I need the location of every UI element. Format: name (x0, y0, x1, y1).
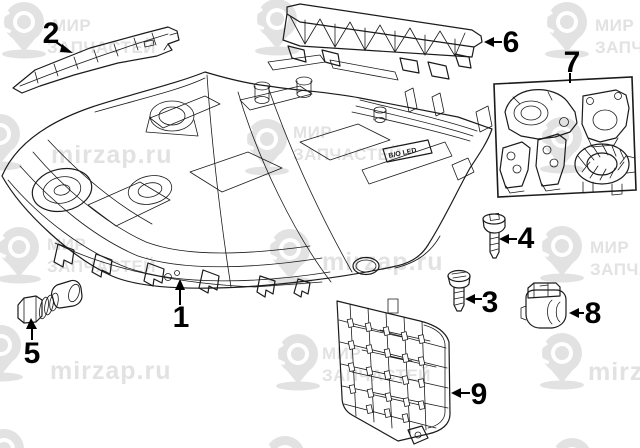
svg-text:6: 6 (503, 26, 520, 59)
part-bracket-kit-box (493, 76, 637, 198)
svg-text:ЗАПЧАСТЕЙ: ЗАПЧАСТЕЙ (595, 38, 640, 57)
svg-text:ЗАПЧАСТЕЙ: ЗАПЧАСТЕЙ (47, 257, 156, 276)
mirzap-logo-icon (548, 438, 594, 448)
part-led-module (336, 298, 451, 445)
svg-text:ЗАПЧАСТЕЙ: ЗАПЧАСТЕЙ (322, 366, 431, 385)
svg-text:МИР: МИР (293, 123, 332, 142)
svg-text:mirzap.ru: mirzap.ru (51, 141, 173, 169)
callout-8[interactable]: 8 (569, 297, 601, 330)
callout-6[interactable]: 6 (484, 26, 519, 59)
watermark-domain-text: mirzap.ru mirzap.ru mirzap.ru mirzap.ru (50, 141, 640, 386)
svg-text:1: 1 (173, 301, 190, 334)
mirzap-logo-icon (538, 226, 584, 283)
callout-7[interactable]: 7 (564, 46, 581, 83)
svg-text:МИР: МИР (595, 16, 634, 35)
mirzap-logo-icon (0, 227, 41, 284)
mirzap-logo-icon (261, 436, 307, 448)
svg-text:mirzap.ru: mirzap.ru (588, 358, 640, 386)
mirzap-logo-icon (0, 429, 26, 448)
part-screw-short (447, 269, 471, 312)
callout-9[interactable]: 9 (451, 378, 487, 411)
svg-text:5: 5 (24, 337, 41, 370)
svg-text:7: 7 (564, 46, 581, 79)
part-screw-long (482, 212, 506, 259)
svg-text:mirzap.ru: mirzap.ru (50, 357, 172, 385)
svg-text:2: 2 (43, 17, 60, 50)
callout-5[interactable]: 5 (24, 318, 41, 370)
part-mounting-bracket-rail (282, 3, 483, 80)
watermark-brand-text: МИР ЗАПЧАСТЕЙ МИР ЗАПЧАСТЕЙ МИР ЗАПЧАСТЕ… (47, 16, 640, 385)
svg-text:8: 8 (585, 297, 602, 330)
mirzap-logo-icon (274, 334, 320, 391)
part-headlamp-assembly: B/O LED (1, 54, 493, 298)
callout-3[interactable]: 3 (465, 286, 498, 319)
mirzap-logo-icon (0, 325, 23, 382)
mirzap-logo-icon (538, 333, 584, 390)
svg-text:9: 9 (471, 378, 488, 411)
mirzap-logo-icon (0, 114, 22, 171)
svg-text:3: 3 (482, 286, 499, 319)
svg-text:МИР: МИР (590, 238, 629, 257)
svg-text:4: 4 (518, 222, 535, 255)
svg-text:МИР: МИР (47, 235, 86, 254)
svg-text:МИР: МИР (52, 16, 91, 35)
callout-2[interactable]: 2 (43, 17, 73, 53)
svg-text:ЗАПЧАСТЕЙ: ЗАПЧАСТЕЙ (590, 260, 640, 279)
part-grommet-holder (520, 282, 567, 329)
callout-4[interactable]: 4 (499, 222, 535, 255)
callouts-layer: 1 2 3 4 5 6 7 8 (24, 17, 602, 411)
svg-text:mirzap.ru: mirzap.ru (322, 248, 444, 276)
svg-text:МИР: МИР (322, 344, 361, 363)
part-bulb-socket (17, 279, 83, 324)
svg-text:ЗАПЧАСТЕЙ: ЗАПЧАСТЕЙ (47, 38, 156, 57)
mirzap-logo-icon (0, 2, 46, 59)
callout-1[interactable]: 1 (173, 279, 190, 334)
part-trim-strip (12, 26, 180, 94)
mirzap-logo-icon (243, 119, 289, 176)
